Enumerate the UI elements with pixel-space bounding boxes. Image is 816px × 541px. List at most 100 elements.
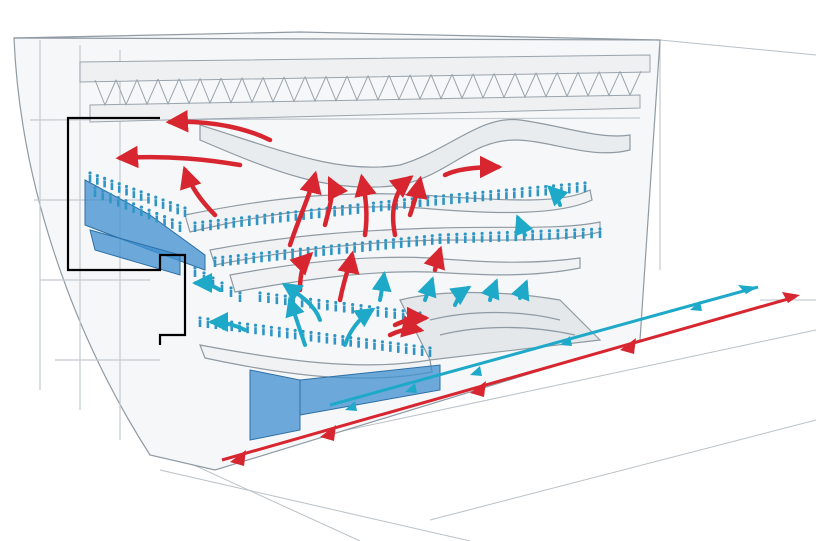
audience-figure [514,230,518,242]
audience-figure [101,189,105,201]
cyan-triangle-icon [345,401,357,411]
audience-figure [426,195,430,207]
audience-figure [359,304,363,315]
audience-figure [379,200,383,212]
audience-figure [294,210,298,221]
cyan-arrow-icon [285,296,307,347]
audience-figure [480,231,484,243]
audience-figure [581,228,585,239]
audience-figure [267,250,271,262]
audience-figure [229,286,233,297]
audience-figure [393,308,397,319]
red-arrow-icon [405,175,428,218]
audience-figure [384,238,388,250]
audience-figure [193,266,197,277]
audience-figure [528,186,532,197]
audience-figure [505,230,509,242]
truss-bottom-chord [89,94,641,123]
cyan-arrow-icon [192,273,222,294]
audience-figure [401,309,405,320]
audience-figure [309,330,313,342]
audience-figure [283,249,287,260]
audience-figure [345,242,349,254]
cyan-triangle-icon [690,301,702,311]
cyan-arrow-icon [208,312,247,333]
audience-figure [224,217,228,229]
audience-figure [161,198,165,209]
audience-figure [333,205,337,217]
audience-figure [544,184,548,196]
audience-figure [353,242,357,253]
audience-figure [589,227,594,239]
audience-figure [441,194,446,205]
audience-figure [380,340,385,351]
audience-figure [176,203,180,215]
audience-figure [245,322,250,334]
audience-figure [376,306,380,317]
audience-figure [438,233,442,244]
audience-figure [232,217,236,228]
audience-figure [236,254,240,265]
audience-figure [132,187,136,199]
audience-figure [139,205,143,217]
audience-figure [340,205,345,216]
audience-figure [124,184,129,196]
audience-figure [275,250,279,261]
audience-figure [334,300,338,312]
audience-figure [559,183,564,195]
audience-figure [329,244,333,256]
cyan-arrow-icon [417,276,437,302]
audience-figure [314,246,318,257]
audience-figure [446,233,451,244]
audience-figure [228,254,233,266]
cyan-arrow-icon [514,214,534,237]
audience-figure [317,207,321,219]
audience-figure [277,326,281,338]
cyan-arrow-icon [738,285,758,294]
audience-figure [388,341,392,352]
audience-figure [449,193,454,205]
red-triangle-icon [470,381,486,397]
audience-figure [455,232,459,244]
cyan-arrow-icon [281,282,322,322]
audience-figure [567,182,571,194]
cyan-arrow-icon [449,285,472,307]
audience-figure [325,332,329,344]
audience-figure [372,339,377,350]
audience-figure [412,344,416,355]
audience-figure [293,328,297,340]
cyan-arrow-icon [480,278,500,302]
audience-figure [270,212,275,224]
cyan-arrow-icon [547,185,569,207]
audience-figure [275,293,279,305]
audience-figure [201,220,205,232]
audience-figure [211,276,215,287]
audience-figure [93,186,97,197]
audience-figure [170,218,174,229]
audience-figure [337,243,341,255]
audience-figure [504,188,509,200]
audience-figure [357,337,361,348]
audience-figure [368,240,372,252]
return-duct [66,116,187,345]
audience-figure [457,192,461,204]
roof-truss [79,54,651,123]
audience-figure [488,231,493,243]
audience-figure [213,256,217,267]
audience-figure [317,298,321,310]
audience-figure [420,345,424,356]
audience-figure [391,238,396,249]
audience-figure [342,301,346,313]
audience-figure [147,208,151,220]
cold-air-flows [192,185,569,347]
audience-figure [341,335,345,346]
audience-figure [364,338,369,349]
audience-figure [325,299,329,311]
cyan-triangle-icon [560,336,572,346]
audience-figure [238,291,242,302]
supply-plenums [84,179,441,441]
audience-figure [259,251,264,263]
audience-figure [244,253,248,264]
truss-webs [94,71,642,107]
